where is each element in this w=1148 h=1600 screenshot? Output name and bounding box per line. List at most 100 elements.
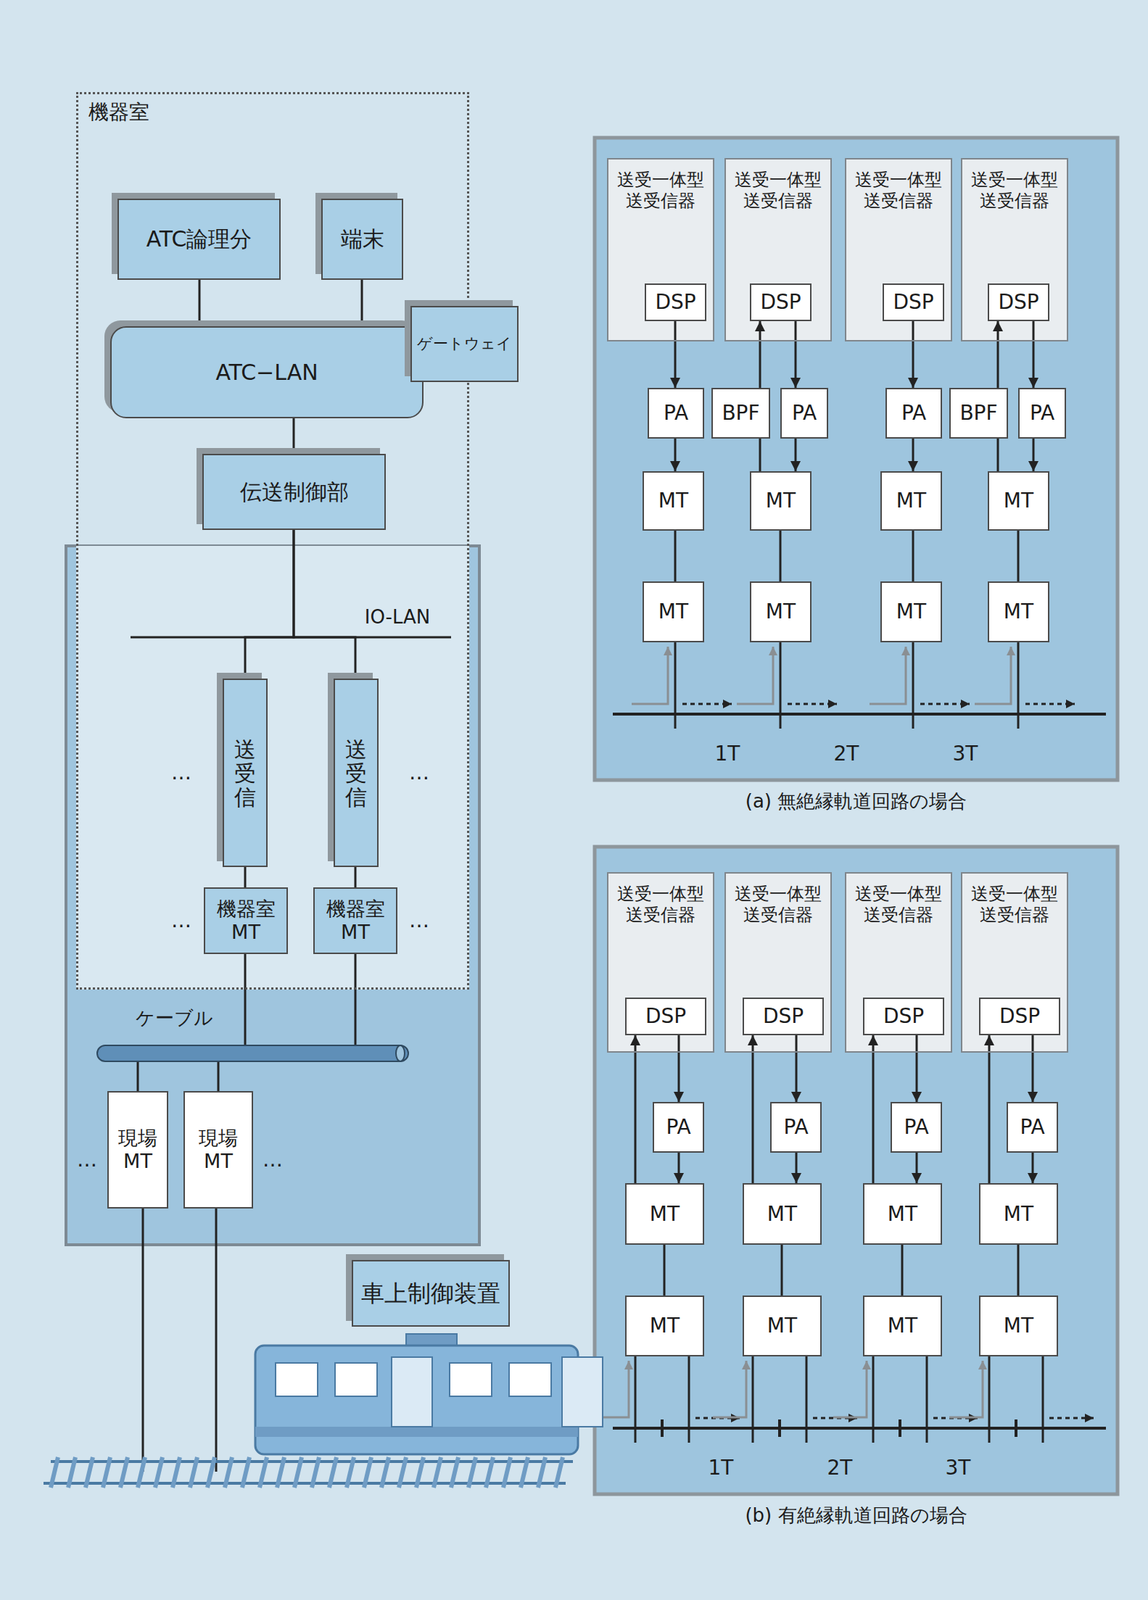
connector <box>198 279 201 327</box>
transceiver-box: 送受一体型 送受信器DSP <box>724 872 832 1053</box>
amp-box: PA <box>770 1102 822 1154</box>
node-text: 送受一体型 送受信器 <box>612 884 709 927</box>
node-text: MT <box>649 1202 680 1228</box>
node-text: DSP <box>760 290 801 315</box>
node-text: ATC論理分 <box>146 226 253 253</box>
node-text: DSP <box>762 1004 804 1030</box>
node-text: 送受一体型 送受信器 <box>966 884 1063 927</box>
sleeper <box>451 1457 459 1489</box>
sleeper <box>102 1457 111 1489</box>
track-wire <box>674 642 677 729</box>
node-text: MT <box>1003 599 1034 625</box>
rail-line <box>612 712 1106 716</box>
transformer-box: MT <box>979 1183 1059 1246</box>
sleeper <box>85 1457 93 1489</box>
node-text: MT <box>767 1202 798 1228</box>
receive-arrow <box>736 646 774 705</box>
connector <box>1031 1035 1035 1103</box>
node-text: PA <box>791 401 817 426</box>
node-text: PA <box>901 401 927 426</box>
node-text: 現場 MT <box>113 1126 163 1175</box>
train-window <box>275 1363 318 1397</box>
track-label: 1T <box>708 1456 734 1481</box>
transceiver-box: 送受信 <box>333 678 379 868</box>
ellipsis: … <box>76 1148 98 1173</box>
cable-tube <box>97 1045 409 1062</box>
transceiver-ground <box>844 872 953 1053</box>
node-text: 送受信 <box>234 737 256 810</box>
train <box>255 1334 578 1455</box>
node-text: 送受一体型 送受信器 <box>850 884 947 927</box>
node-text: 機器室 MT <box>319 897 392 945</box>
transformer-box: MT <box>642 471 705 531</box>
transceiver-box: 送受一体型 送受信器 DSP <box>844 872 953 1053</box>
panel-ground <box>594 847 1118 1495</box>
node-text: ゲートウェイ <box>416 335 512 354</box>
send-arrow <box>1025 703 1075 706</box>
circuit-panel: (b) 有絶縁軌道回路の場合送受一体型 送受信器DSP送受一体型 送受信器DSP… <box>594 847 1118 1495</box>
connector <box>1032 321 1035 388</box>
amp-box: PA <box>1018 387 1067 439</box>
connector <box>218 954 356 1092</box>
connector <box>1032 438 1035 472</box>
send-arrow <box>812 1417 858 1420</box>
cable-label: ケーブル <box>135 1007 214 1030</box>
connector <box>759 321 762 388</box>
train-door <box>391 1357 433 1428</box>
sleeper <box>538 1457 546 1489</box>
connector <box>1017 530 1020 582</box>
dsp-box: DSP <box>862 997 945 1036</box>
track-wire <box>752 1356 755 1444</box>
node-text: DSP <box>892 290 934 315</box>
node-text: 送受一体型 送受信器 <box>730 169 827 212</box>
receive-arrow <box>949 1361 983 1418</box>
sleepers <box>50 1457 563 1489</box>
cable-end <box>395 1045 405 1062</box>
transceiver-ground <box>844 158 953 342</box>
track-label: 3T <box>945 1456 972 1481</box>
connector <box>872 1035 875 1184</box>
node-text: PA <box>665 1115 691 1141</box>
ellipsis: … <box>409 760 430 786</box>
connector <box>779 530 782 582</box>
dsp-box: DSP <box>625 997 707 1036</box>
receive-arrow <box>869 646 906 705</box>
connector <box>244 867 247 888</box>
amp-box: PA <box>1006 1102 1059 1154</box>
train-skirt <box>255 1427 578 1438</box>
room-overlap <box>76 546 470 990</box>
send-arrow <box>933 1417 978 1420</box>
sleeper <box>381 1457 389 1489</box>
connector <box>912 438 915 472</box>
track-wire <box>988 1356 991 1444</box>
node-text: MT <box>658 488 689 514</box>
field-mt-box: 現場 MT <box>183 1091 254 1209</box>
node-text: (a) 無絶縁軌道回路の場合 <box>594 790 1118 813</box>
receive-arrow <box>974 646 1011 705</box>
sleeper <box>503 1457 511 1489</box>
track-label: 2T <box>833 741 860 767</box>
rail <box>43 1482 566 1486</box>
connector <box>912 321 915 388</box>
sleeper <box>555 1457 563 1489</box>
node-text: MT <box>887 1314 918 1339</box>
transceiver-grounds <box>606 158 1069 1053</box>
connector <box>634 1035 637 1184</box>
node-text: DSP <box>997 290 1039 315</box>
transformer-box: MT <box>880 471 943 531</box>
receive-arrow <box>631 646 668 705</box>
ellipsis: … <box>171 908 192 934</box>
logic-box: ATC論理分 <box>117 198 281 280</box>
train-window <box>335 1363 378 1397</box>
circuit-panel: (a) 無絶縁軌道回路の場合送受一体型 送受信器DSP送受一体型 送受信器DSP… <box>594 137 1118 781</box>
bus-label: IO-LAN <box>364 606 431 629</box>
track-label: 3T <box>952 741 979 767</box>
connector <box>915 1153 919 1184</box>
train-window <box>509 1363 552 1397</box>
receive-arrow <box>595 1361 629 1418</box>
insulated-joint <box>1014 1419 1018 1438</box>
sleeper <box>416 1457 424 1489</box>
send-arrow <box>682 703 732 706</box>
node-text: (b) 有絶縁軌道回路の場合 <box>594 1504 1118 1528</box>
node-text: MT <box>658 599 689 625</box>
